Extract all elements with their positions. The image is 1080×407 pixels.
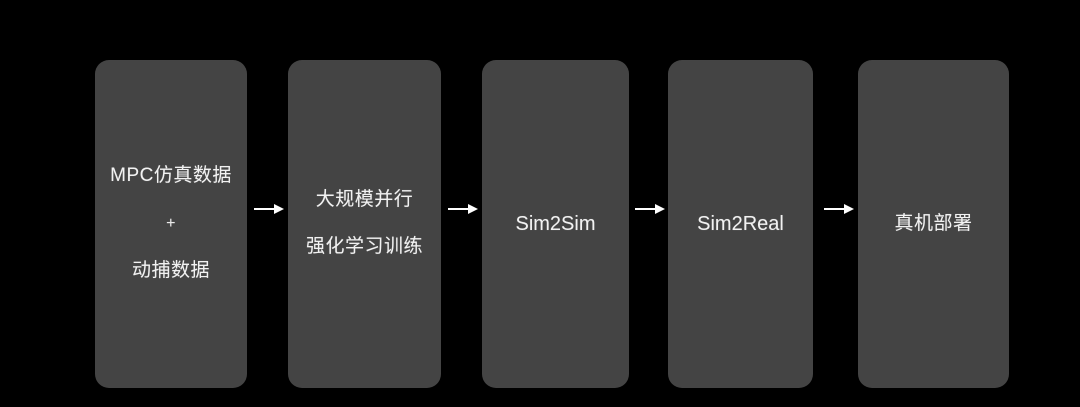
stage-box-real-robot-deploy: 真机部署 [858,60,1009,388]
arrow-shaft [635,208,657,210]
stage-text-group: Sim2Real [668,213,813,235]
arrow-right-icon [448,203,478,215]
stage-box-sim2real: Sim2Real [668,60,813,388]
stage-text-group: 真机部署 [858,212,1009,235]
arrow-head [274,204,284,214]
arrow-shaft [824,208,846,210]
stage-label-line-1: 真机部署 [894,212,973,234]
stage-label-line-1: 大规模并行 [315,189,414,211]
arrow-right-icon [824,203,854,215]
stage-text-group: 大规模并行 强化学习训练 [288,189,441,258]
stage-text-group: Sim2Sim [482,213,629,235]
arrow-head [468,204,478,214]
stage-label-line-2: 动捕数据 [131,259,210,281]
arrow-head [655,204,665,214]
stage-label-line-1: MPC仿真数据 [110,165,232,187]
stage-label-plus: + [166,215,176,233]
arrow-right-icon [635,203,665,215]
stage-label-line-2: 强化学习训练 [305,236,423,257]
arrow-head [844,204,854,214]
arrow-right-icon [254,203,284,215]
arrow-shaft [254,208,276,210]
stage-label-line-1: Sim2Real [697,213,784,235]
stage-box-sim2sim: Sim2Sim [482,60,629,388]
stage-box-mpc-data: MPC仿真数据 + 动捕数据 [95,60,247,388]
stage-label-line-1: Sim2Sim [515,213,596,235]
stage-box-rl-training: 大规模并行 强化学习训练 [288,60,441,388]
arrow-shaft [448,208,470,210]
stage-text-group: MPC仿真数据 + 动捕数据 [95,165,247,281]
